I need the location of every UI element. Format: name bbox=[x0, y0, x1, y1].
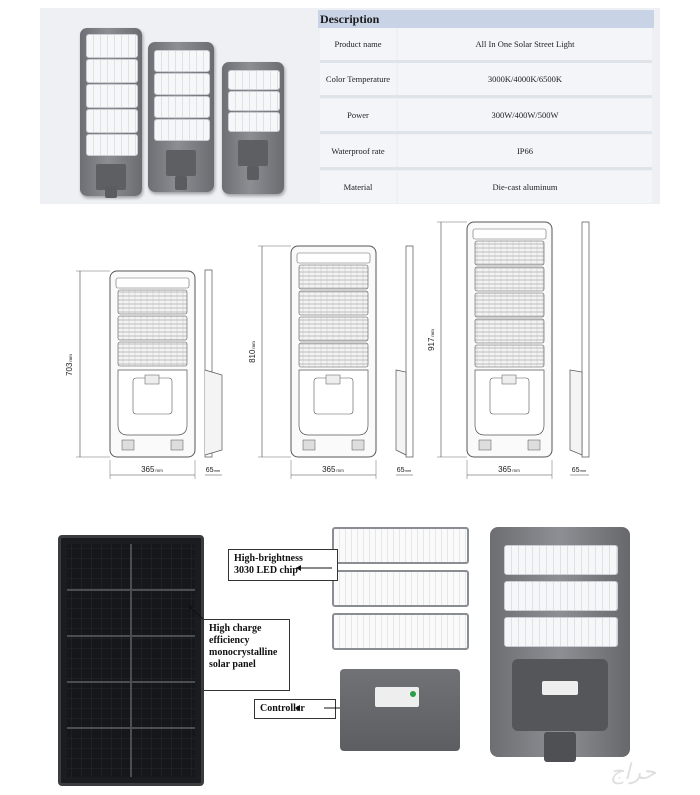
watermark-logo: ﺣﺮاج bbox=[610, 760, 657, 785]
drawing-917: 917mm 365mm 65mm bbox=[427, 221, 590, 479]
led-module-2 bbox=[332, 570, 469, 607]
spec-row-color-temperature: Color Temperature 3000K/4000K/6500K bbox=[320, 63, 652, 95]
height-dimension: 917mm bbox=[427, 329, 436, 351]
spec-value: 300W/400W/500W bbox=[398, 99, 652, 131]
spec-row-power: Power 300W/400W/500W bbox=[320, 99, 652, 131]
drawing-810: 810mm 365mm 65mm bbox=[248, 245, 414, 479]
width-dimension: 365mm bbox=[498, 465, 520, 474]
depth-dimension: 65mm bbox=[397, 467, 412, 474]
spec-value: 3000K/4000K/6500K bbox=[398, 63, 652, 95]
spec-label: Power bbox=[320, 99, 396, 131]
controller-box bbox=[340, 669, 460, 751]
description-title: Description bbox=[318, 10, 654, 28]
width-dimension: 365mm bbox=[322, 465, 344, 474]
spec-value: All In One Solar Street Light bbox=[398, 28, 652, 60]
depth-dimension: 65mm bbox=[206, 467, 221, 474]
spec-label: Waterproof rate bbox=[320, 135, 396, 167]
callout-line: High-brightness bbox=[234, 553, 303, 564]
row-divider bbox=[320, 95, 652, 98]
width-dimension: 365mm bbox=[141, 465, 163, 474]
drawing-703: 703mm 365mm 65mm bbox=[65, 269, 223, 479]
callout-line: efficiency bbox=[209, 635, 250, 646]
height-dimension: 703mm bbox=[65, 354, 74, 376]
callout-line: monocrystalline bbox=[209, 647, 278, 658]
dimension-drawings: 703mm 365mm 65mm 810mm bbox=[65, 221, 590, 479]
lamp-photo-medium bbox=[148, 42, 214, 192]
led-module-3 bbox=[332, 613, 469, 650]
spec-label: Color Temperature bbox=[320, 63, 396, 95]
solar-panel-image bbox=[58, 535, 204, 786]
spec-value: Die-cast aluminum bbox=[398, 171, 652, 203]
row-divider bbox=[320, 60, 652, 63]
lamp-photo-large bbox=[80, 28, 142, 198]
spec-label: Material bbox=[320, 171, 396, 203]
row-divider bbox=[320, 131, 652, 134]
callout-controller: Controller bbox=[254, 699, 336, 719]
spec-row-material: Material Die-cast aluminum bbox=[320, 171, 652, 203]
height-dimension: 810mm bbox=[248, 341, 257, 363]
spec-value: IP66 bbox=[398, 135, 652, 167]
assembled-lamp-image bbox=[490, 527, 630, 762]
lamp-photo-small bbox=[222, 62, 284, 194]
depth-dimension: 65mm bbox=[572, 467, 587, 474]
status-led-icon bbox=[410, 691, 416, 697]
spec-label: Product name bbox=[320, 28, 396, 60]
controller-label-plate bbox=[375, 687, 419, 707]
led-module-1 bbox=[332, 527, 469, 564]
spec-row-product-name: Product name All In One Solar Street Lig… bbox=[320, 28, 652, 60]
spec-row-waterproof: Waterproof rate IP66 bbox=[320, 135, 652, 167]
callout-solar-panel: High charge efficiency monocrystalline s… bbox=[203, 619, 290, 691]
callout-led-chip: High-brightness 3030 LED chip bbox=[228, 549, 338, 581]
callout-line: solar panel bbox=[209, 659, 256, 670]
callout-line: Controller bbox=[260, 703, 305, 714]
callout-line: High charge bbox=[209, 623, 262, 634]
row-divider bbox=[320, 167, 652, 170]
callout-line: 3030 LED chip bbox=[234, 565, 298, 576]
solar-cells bbox=[67, 544, 195, 777]
